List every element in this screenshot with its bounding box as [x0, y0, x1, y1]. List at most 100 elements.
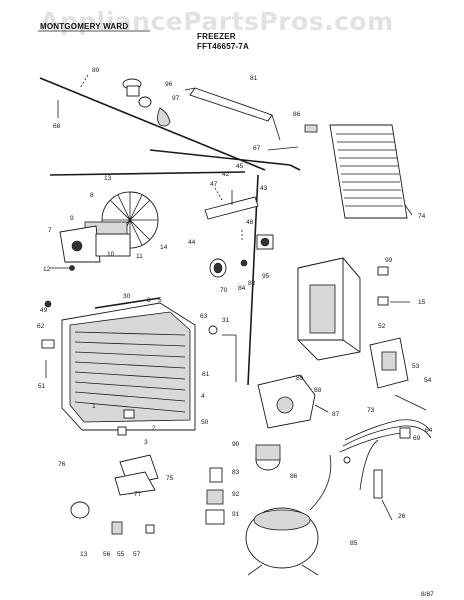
callout-76: 76	[58, 461, 66, 468]
relay-bracket	[369, 337, 427, 411]
callout-50: 50	[201, 419, 209, 426]
fan-motor-assembly	[59, 191, 159, 263]
callout-56: 56	[103, 551, 111, 558]
callout-77: 77	[134, 491, 142, 498]
callout-87: 87	[332, 411, 340, 418]
callout-88: 88	[314, 387, 322, 394]
callout-49: 49	[40, 307, 48, 314]
drain-pan-parts	[117, 409, 135, 436]
callout-81: 81	[250, 75, 258, 82]
callout-69: 69	[413, 435, 421, 442]
callout-51: 51	[38, 383, 46, 390]
callout-83: 83	[232, 469, 240, 476]
compressor	[245, 454, 332, 576]
callout-11: 11	[136, 253, 143, 260]
callout-82: 82	[248, 280, 256, 287]
callout-8: 8	[90, 192, 94, 199]
screw-12	[50, 265, 75, 271]
callout-84: 84	[238, 285, 246, 292]
small-hardware	[70, 501, 155, 535]
callout-3: 3	[144, 439, 148, 446]
section-label: FREEZER	[197, 32, 236, 41]
control-knob	[209, 258, 248, 278]
callout-45: 45	[236, 163, 244, 170]
evaporator-coil	[329, 124, 413, 219]
callout-9: 9	[70, 215, 74, 222]
light-socket	[122, 78, 171, 127]
callout-6: 6	[147, 297, 151, 304]
callout-95: 95	[262, 273, 270, 280]
callout-53: 53	[412, 363, 420, 370]
callout-14: 14	[160, 244, 168, 251]
wiring-harness	[339, 419, 432, 464]
callout-12: 12	[43, 266, 51, 273]
callout-31: 31	[222, 317, 230, 324]
callout-75: 75	[166, 475, 174, 482]
callout-89: 89	[296, 375, 304, 382]
model-number: FFT46657-7A	[197, 42, 249, 51]
liner-box	[297, 257, 361, 361]
callout-99: 99	[385, 257, 393, 264]
filter-drier	[359, 439, 393, 521]
callout-48: 48	[246, 219, 254, 226]
bracket-31	[222, 334, 237, 382]
callout-7: 7	[48, 227, 52, 234]
leader-67	[267, 146, 299, 151]
callout-30: 30	[123, 293, 131, 300]
callout-44: 44	[188, 239, 196, 246]
mount-stack	[205, 467, 225, 525]
cabinet-outline	[39, 77, 301, 386]
condenser-coil	[61, 297, 196, 431]
overload-relay	[257, 374, 329, 429]
capacitor	[255, 444, 281, 471]
callout-61: 61	[202, 371, 210, 378]
callout-42: 42	[222, 171, 230, 178]
callout-52: 52	[378, 323, 386, 330]
callout-4: 4	[201, 393, 205, 400]
clip-15	[377, 296, 410, 306]
callout-90: 90	[232, 441, 240, 448]
callout-63: 63	[200, 313, 208, 320]
callout-80: 80	[92, 67, 100, 74]
callout-5: 5	[158, 297, 162, 304]
callout-43: 43	[260, 185, 268, 192]
callout-70: 70	[220, 287, 228, 294]
callout-26: 26	[398, 513, 406, 520]
callout-67: 67	[253, 145, 261, 152]
mounting-bracket	[114, 454, 159, 496]
callout-96: 96	[165, 81, 173, 88]
callout-54: 54	[424, 377, 432, 384]
callout-68: 68	[53, 123, 61, 130]
callout-labels: 80 68 96 97 81 86 67 13 8 9 7 10 11 14 1…	[37, 67, 434, 598]
callout-10: 10	[107, 251, 115, 258]
date-code: 8/87	[421, 591, 434, 598]
light-switch	[256, 234, 274, 250]
callout-97: 97	[172, 95, 180, 102]
callout-15: 15	[418, 299, 426, 306]
callout-86b: 86	[290, 473, 298, 480]
drain-trough	[184, 87, 281, 141]
brand-label: MONTGOMERY WARD	[40, 22, 129, 31]
thermostat-bracket	[204, 187, 259, 240]
callout-73: 73	[367, 407, 375, 414]
callout-91: 91	[232, 511, 240, 518]
callout-85: 85	[350, 540, 358, 547]
heater-tube	[57, 74, 89, 118]
callout-13b: 13	[80, 551, 88, 558]
clip-99	[377, 266, 389, 276]
callout-13: 13	[104, 175, 112, 182]
callout-74: 74	[418, 213, 426, 220]
drain-fitting	[304, 124, 318, 133]
clip-69	[399, 427, 411, 439]
callout-62: 62	[37, 323, 45, 330]
bolt-63	[208, 325, 218, 335]
callout-92: 92	[232, 491, 240, 498]
callout-55: 55	[117, 551, 125, 558]
left-grommets	[41, 300, 55, 378]
callout-2: 2	[152, 425, 156, 432]
callout-64: 64	[425, 427, 433, 434]
callout-1: 1	[92, 403, 96, 410]
callout-47: 47	[210, 181, 218, 188]
